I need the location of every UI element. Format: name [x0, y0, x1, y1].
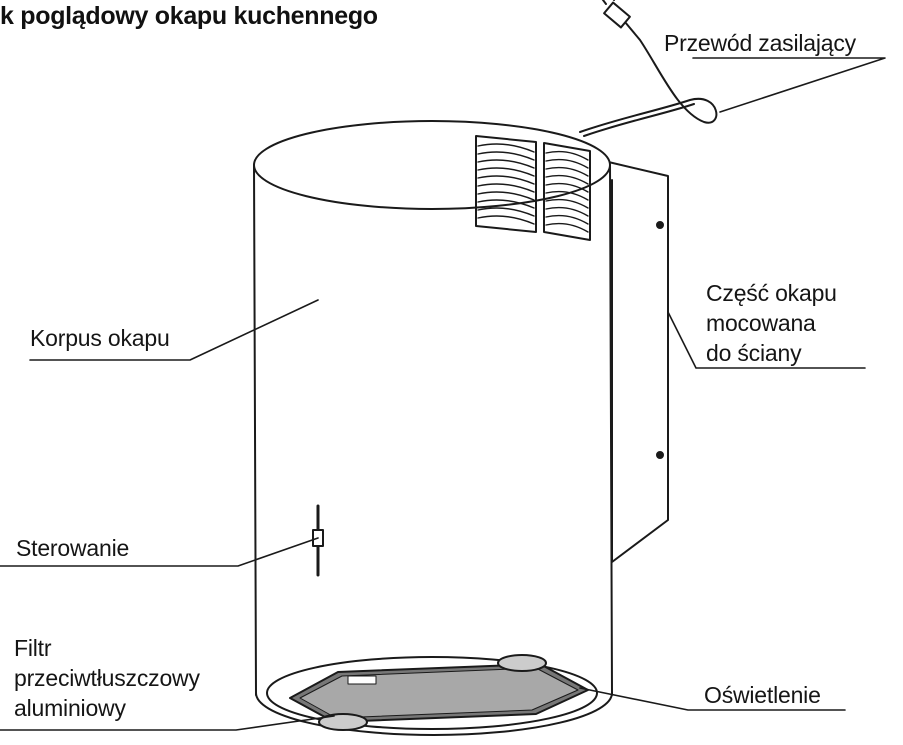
page-title: k poglądowy okapu kuchennego: [0, 2, 378, 30]
control-panel: [312, 504, 324, 577]
label-controls: Sterowanie: [16, 535, 130, 561]
label-filter-line3: aluminiowy: [14, 695, 126, 721]
bottom-filter-area: [266, 654, 598, 731]
label-power-cord: Przewód zasilający: [664, 30, 856, 56]
leader-lines: [0, 57, 886, 731]
label-wall-part-line2: mocowana: [706, 310, 816, 336]
label-filter-line2: przeciwtłuszczowy: [14, 665, 200, 691]
hood-body-cylinder: [253, 120, 613, 736]
label-filter-line1: Filtr: [14, 635, 52, 661]
label-wall-part-line1: Część okapu: [706, 280, 837, 306]
label-hood-body: Korpus okapu: [30, 325, 170, 351]
vent-grille: [475, 135, 591, 241]
label-wall-part-line3: do ściany: [706, 340, 802, 366]
power-cord: [579, 0, 718, 137]
label-lighting: Oświetlenie: [704, 682, 821, 708]
